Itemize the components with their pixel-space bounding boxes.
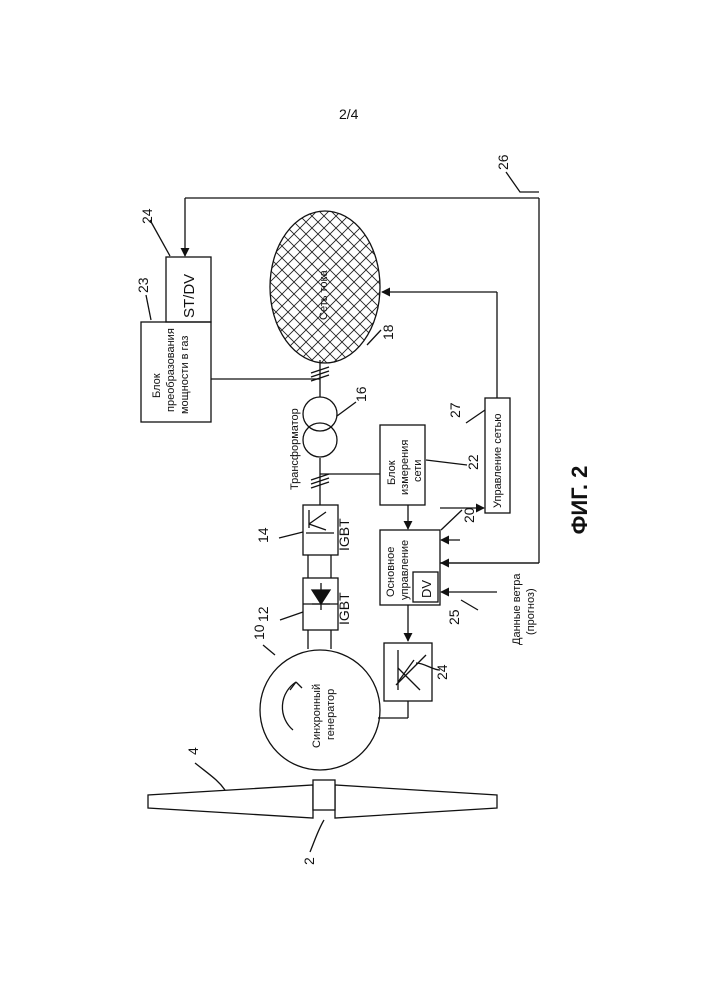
ref-24-bottom: 24: [434, 664, 450, 680]
ref-4: 4: [185, 747, 201, 755]
transformer: [303, 397, 337, 457]
p2g-line1: Блок: [151, 373, 163, 398]
wind-data-line2: (прогноз): [525, 588, 537, 635]
ref-16: 16: [353, 386, 369, 402]
igbt-rectifier-label: IGBT: [336, 592, 352, 625]
igbt-inverter-label: IGBT: [336, 518, 352, 551]
grid-measure-line1: Блок: [386, 460, 398, 485]
igbt-inverter: [303, 505, 338, 555]
ref-25: 25: [446, 609, 462, 625]
p2g-line3: мощности в газ: [179, 336, 191, 414]
ref-23: 23: [135, 277, 151, 293]
ref-22: 22: [465, 454, 481, 470]
ref-12: 12: [255, 606, 271, 622]
ref-10: 10: [251, 624, 267, 640]
ref-26: 26: [495, 154, 511, 170]
ref-20: 20: [461, 507, 477, 523]
ref-24-top: 24: [139, 208, 155, 224]
grid-control-label: Управление сетью: [492, 414, 504, 508]
p2g-line2: преобразования: [165, 328, 177, 412]
grid-measure-line2: измерения: [399, 440, 411, 495]
ref-18: 18: [380, 324, 396, 340]
main-control-line2: управление: [399, 540, 411, 600]
main-control-line1: Основное: [385, 547, 397, 597]
stdv-label: ST/DV: [181, 274, 198, 318]
ref-2: 2: [301, 857, 317, 865]
wind-data-line1: Данные ветра: [511, 573, 523, 645]
transformer-label: Трансформатор: [289, 408, 301, 490]
rotation-arrow: [282, 682, 296, 730]
rotor-blades: [148, 780, 497, 818]
dv-label: DV: [419, 580, 434, 598]
igbt-rectifier: [303, 578, 338, 630]
generator-label-line2: генератор: [325, 689, 337, 740]
generator-label-line1: Синхронный: [311, 684, 323, 748]
pitch-converter: [384, 643, 432, 701]
grid-measure-line3: сети: [412, 460, 424, 482]
grid-label: Сеть тока: [318, 269, 330, 320]
ref-14: 14: [255, 527, 271, 543]
ref-27: 27: [447, 402, 463, 418]
